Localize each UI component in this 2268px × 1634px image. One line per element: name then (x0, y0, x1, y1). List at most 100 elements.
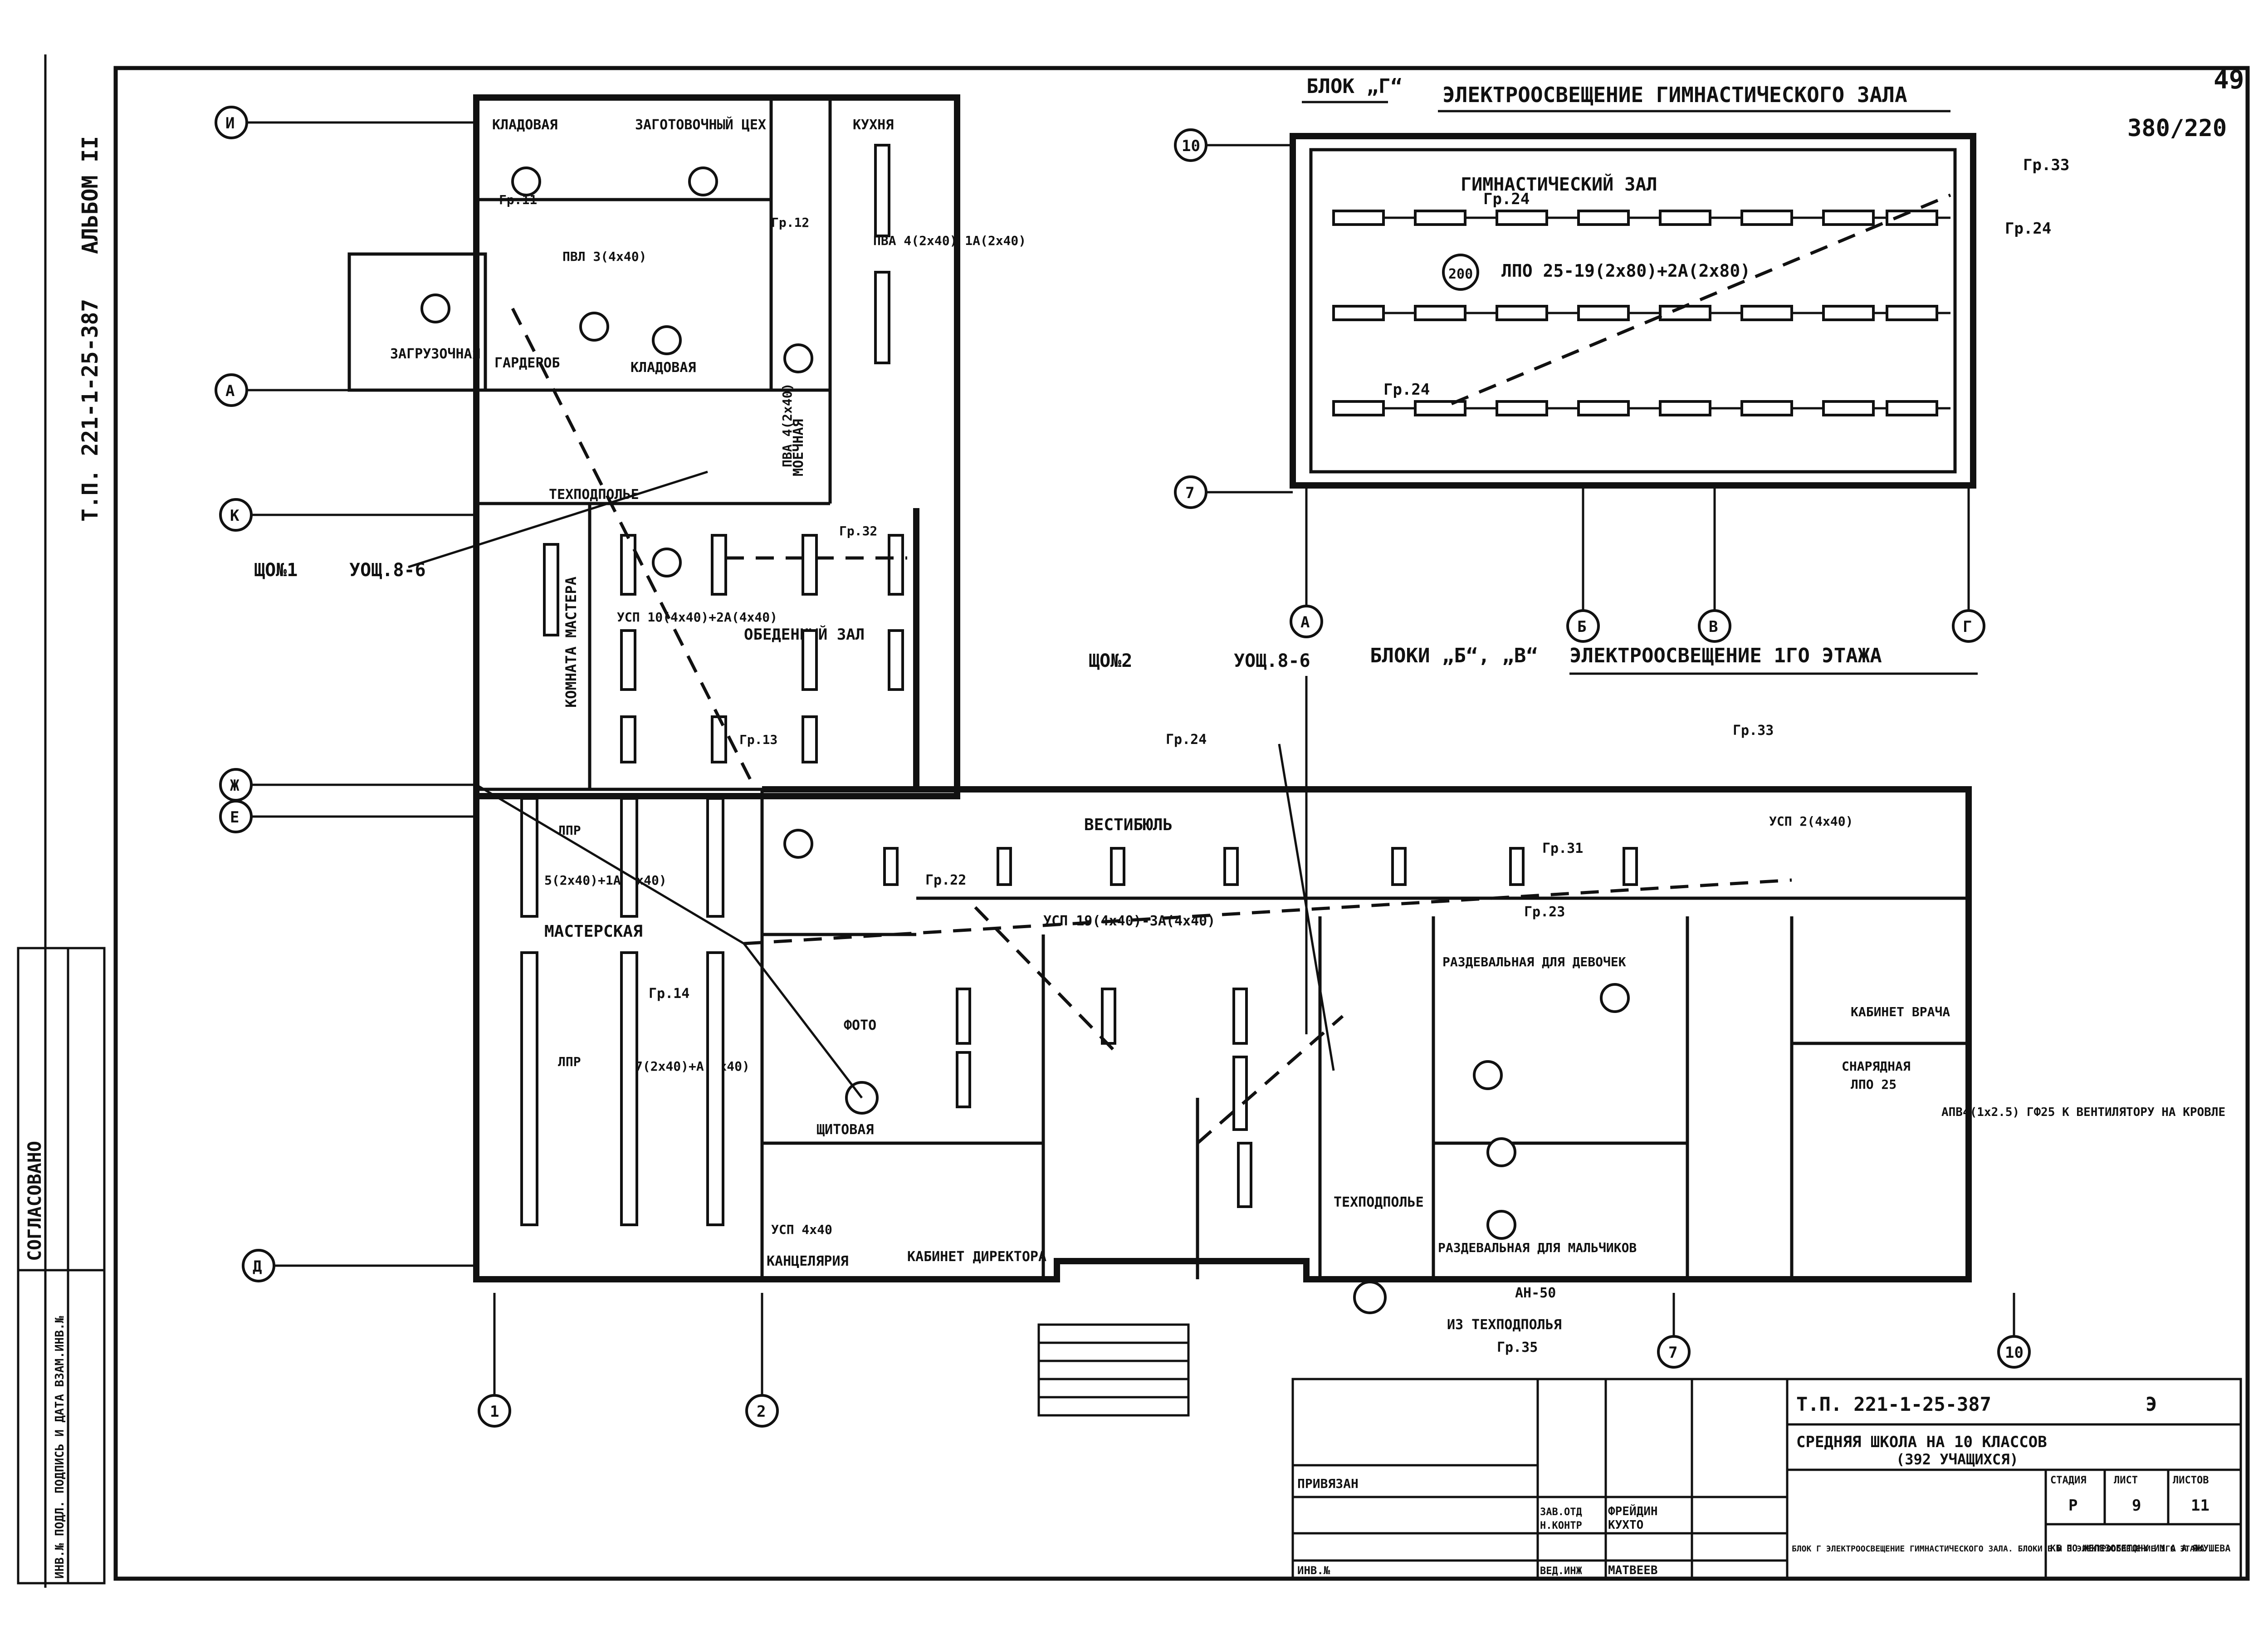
axis-row-zh: Ж (230, 777, 240, 795)
room-garderob: ГАРДЕРОБ (494, 355, 560, 371)
pva-3: ПВЛ 3(4х40) (562, 249, 646, 264)
room-girls: РАЗДЕВАЛЬНАЯ ДЛЯ ДЕВОЧЕК (1442, 954, 1626, 969)
axis-row-i: И (225, 114, 235, 132)
tb-inv: ИНВ.№ (1297, 1564, 1330, 1577)
mf-gr24: Гр.24 (1166, 732, 1207, 748)
lpr-workshop-2: 7(2х40)+А(2х40) (635, 1059, 750, 1074)
sheet-frame (113, 66, 2250, 1581)
tb-name2: КУХТО (1608, 1518, 1643, 1532)
room-kuhnya: КУХНЯ (853, 117, 894, 133)
mf-gr14: Гр.14 (649, 986, 689, 1002)
lpo25-label: ЛПО 25 (1851, 1077, 1897, 1092)
room-workshop: МАСТЕРСКАЯ (544, 922, 643, 941)
gym-feeder-dashed (1451, 193, 1951, 406)
kw-gr32: Гр.32 (839, 523, 877, 538)
svg-text:200: 200 (1448, 266, 1473, 282)
axis-col-10: 10 (2005, 1344, 2024, 1362)
room-kladovaya-2: КЛАДОВАЯ (631, 360, 696, 376)
usp-2x40: УСП 2(4х40) (1769, 814, 1853, 829)
room-office: КАНЦЕЛЯРИЯ (767, 1253, 849, 1269)
panel1-type: УОЩ.8-6 (349, 560, 426, 581)
mf-gr33: Гр.33 (1733, 723, 1774, 739)
tb-students: (392 УЧАЩИХСЯ) (1896, 1451, 2019, 1468)
pva-kitchen: ПВА 4(2х40) 1А(2х40) (873, 233, 1026, 248)
tb-stage: Р (2068, 1497, 2077, 1515)
vent-note: АПВ4(1х2.5) ГФ25 К ВЕНТИЛЯТОРУ НА КРОВЛЕ (1941, 1106, 2225, 1119)
an50-label: АН-50 (1515, 1285, 1556, 1301)
kitchen-wing: КЛАДОВАЯ ЗАГОТОВОЧНЫЙ ЦЕХ КУХНЯ ЗАГРУЗОЧ… (347, 94, 1026, 799)
room-moechnaya: МОЕЧНАЯ (791, 419, 807, 476)
gym-lux-marker (1442, 254, 1479, 291)
room-kladovaya-1: КЛАДОВАЯ (492, 117, 558, 133)
room-zagruz: ЗАГРУЗОЧНАЯ (390, 346, 480, 362)
gym-fixture-row-1 (1332, 210, 1950, 226)
sheet-number: 49 (2214, 65, 2244, 95)
room-master: КОМНАТА МАСТЕРА (562, 577, 580, 708)
tb-role2: Н.КОНТР (1540, 1520, 1582, 1531)
tb-school: СРЕДНЯЯ ШКОЛА НА 10 КЛАССОВ (1796, 1433, 2047, 1451)
gym-axis-b: Б (1577, 618, 1586, 636)
room-boys: РАЗДЕВАЛЬНАЯ ДЛЯ МАЛЬЧИКОВ (1438, 1240, 1637, 1255)
col-axes: 1 2 7 10 (478, 1293, 2031, 1428)
gym-title: ЭЛЕКТРООСВЕЩЕНИЕ ГИМНАСТИЧЕСКОГО ЗАЛА (1442, 83, 1907, 107)
tb-role3: ВЕД.ИНЖ (1540, 1566, 1582, 1577)
tb-role1: ЗАВ.ОТД (1540, 1507, 1582, 1518)
gym-axis-v: В (1709, 618, 1718, 636)
side-code: Т.П. 221-1-25-387 (78, 299, 103, 522)
pva-moech: ПВА 4(2х40) (780, 383, 795, 467)
tb-org: КБ ПО ЖЕЛЕЗОБЕТОНУ ИМ А А ЯКУШЕВА (2050, 1543, 2230, 1554)
floor-title: ЭЛЕКТРООСВЕЩЕНИЕ 1ГО ЭТАЖА (1569, 644, 1882, 667)
approval-heading: СОГЛАСОВАНО (24, 1141, 45, 1261)
mf-gr35: Гр.35 (1497, 1340, 1538, 1355)
usp-4x40: УСП 4х40 (771, 1222, 832, 1237)
room-doctor: КАБИНЕТ ВРАЧА (1851, 1004, 1950, 1019)
gym-fixture-row-3 (1332, 400, 1950, 416)
panel2-label: ЩО№2 (1089, 651, 1132, 671)
usp-dining: УСП 10(4х40)+2А(4х40) (617, 610, 777, 625)
tb-stage-hdr: СТАДИЯ (2050, 1475, 2086, 1486)
tb-stage-mark: Э (2146, 1393, 2157, 1415)
tb-code: Т.П. 221-1-25-387 (1796, 1393, 1991, 1415)
room-tehpodpole-2: ТЕХПОДПОЛЬЕ (1334, 1194, 1424, 1210)
voltage-label: 380/220 (2127, 115, 2227, 142)
gym-room-label: ГИМНАСТИЧЕСКИЙ ЗАЛ (1461, 173, 1657, 195)
gym-fixture-row-2 (1332, 305, 1950, 321)
tb-name3: МАТВЕЕВ (1608, 1564, 1658, 1577)
gym-walls (1290, 133, 1976, 489)
tb-privyazan: ПРИВЯЗАН (1297, 1476, 1359, 1491)
gym-fixture-label: ЛПО 25-19(2х80)+2А(2х80) (1501, 261, 1750, 281)
axis-row-a: А (225, 382, 235, 400)
usp-vestibule: УСП 19(4х40)-3А(4х40) (1043, 913, 1215, 929)
gym-axis-g: Г (1963, 618, 1972, 636)
gym-axis-7: 7 (1185, 484, 1194, 502)
mf-gr23: Гр.23 (1524, 904, 1565, 920)
gym-gr24-b: Гр.24 (1383, 381, 1430, 399)
tb-sheets: 11 (2191, 1497, 2209, 1515)
tb-name1: ФРЕЙДИН (1608, 1504, 1658, 1518)
tb-sheet: 9 (2132, 1497, 2141, 1515)
kw-gr12: Гр.12 (771, 215, 809, 230)
main-floor-walls (473, 508, 1972, 1282)
album-label: АЛЬБОМ II (78, 136, 103, 254)
lpr-bottom: ЛПР (558, 1054, 581, 1069)
gym-gr24-a: Гр.24 (1483, 190, 1530, 208)
kw-gr13: Гр.13 (739, 732, 777, 747)
row-axes: И А К Ж Е Д (215, 106, 476, 1282)
axis-row-k: К (230, 507, 240, 525)
axis-row-d: Д (253, 1257, 262, 1276)
axis-col-1: 1 (490, 1403, 499, 1421)
tb-sheets-hdr: ЛИСТОВ (2173, 1475, 2209, 1486)
gym-axis-10: 10 (1182, 137, 1200, 155)
gym-block-label: БЛОК „Г“ (1306, 75, 1403, 98)
main-floor: ВЕСТИБЮЛЬ МАСТЕРСКАЯ ФОТО ЩИТОВАЯ КАНЦЕЛ… (408, 470, 2225, 1417)
room-foto: ФОТО (844, 1018, 876, 1033)
gym-plan: БЛОК „Г“ ЭЛЕКТРООСВЕЩЕНИЕ ГИМНАСТИЧЕСКОГ… (1174, 75, 2069, 643)
room-vestibule: ВЕСТИБЮЛЬ (1084, 816, 1173, 834)
from-tech-note: ИЗ ТЕХПОДПОЛЬЯ (1447, 1317, 1562, 1333)
tb-desc: БЛОК Г ЭЛЕКТРООСВЕЩЕНИЕ ГИМНАСТИЧЕСКОГО … (1792, 1544, 2204, 1554)
panel2-type: УОЩ.8-6 (1234, 651, 1310, 671)
title-block: ПРИВЯЗАН ИНВ.№ Т.П. 221-1-25-387 Э СРЕДН… (1291, 1378, 2242, 1580)
axis-col-2: 2 (757, 1403, 766, 1421)
axis-col-7: 7 (1668, 1344, 1677, 1362)
